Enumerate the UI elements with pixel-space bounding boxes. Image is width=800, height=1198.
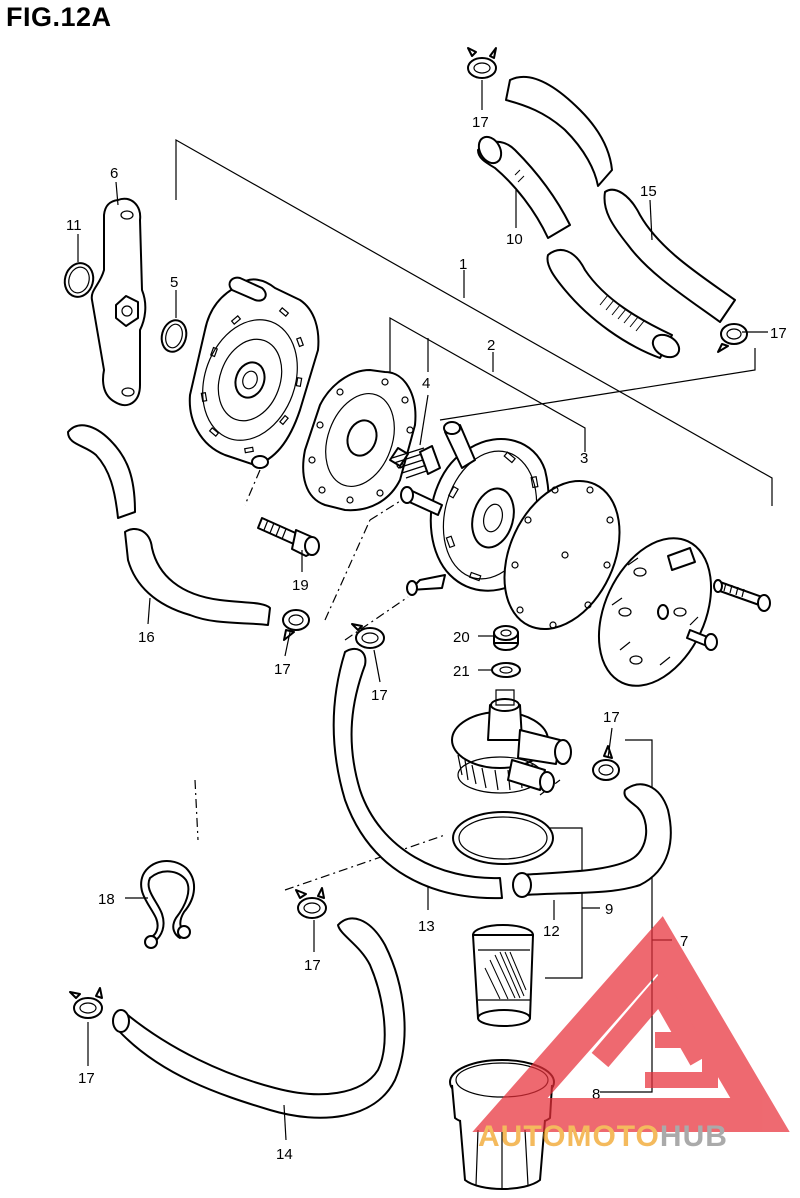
label-5: 5 xyxy=(170,274,178,291)
label-18: 18 xyxy=(98,891,115,908)
bracket-plate-6 xyxy=(90,197,147,407)
label-3: 3 xyxy=(580,450,588,467)
clip-17-mid xyxy=(351,623,385,649)
wire-clip-18 xyxy=(140,859,195,949)
clip-17-lower-left xyxy=(295,887,327,919)
clip-17-valve xyxy=(592,745,620,781)
hose-13 xyxy=(332,647,503,900)
label-2: 2 xyxy=(487,337,495,354)
clip-17-top xyxy=(467,47,497,79)
label-8: 8 xyxy=(592,1086,600,1103)
label-17-valve: 17 xyxy=(603,709,620,726)
label-6: 6 xyxy=(110,165,118,182)
screw-short xyxy=(686,629,718,651)
assembly-bracket-lines xyxy=(175,138,773,1093)
clip-17-bottom xyxy=(69,987,103,1019)
outer-cover xyxy=(597,537,713,687)
label-12: 12 xyxy=(543,923,560,940)
bolt-19 xyxy=(257,517,320,557)
label-17-bottom: 17 xyxy=(78,1070,95,1087)
watermark-logo: AUTOMOTOHUB xyxy=(472,916,790,1153)
label-leaders xyxy=(77,80,768,1141)
screw-long xyxy=(713,579,771,612)
label-17-pump-left: 17 xyxy=(274,661,291,678)
label-16: 16 xyxy=(138,629,155,646)
hose-12 xyxy=(512,783,672,898)
spring-4 xyxy=(389,445,441,479)
hose-14 xyxy=(112,917,406,1119)
label-17-top: 17 xyxy=(472,114,489,131)
centerlines xyxy=(194,469,561,891)
strainer-filter xyxy=(472,924,534,1027)
o-ring-9 xyxy=(452,811,554,865)
label-15: 15 xyxy=(640,183,657,200)
o-ring-5 xyxy=(160,319,188,353)
label-17-mid: 17 xyxy=(371,687,388,704)
hose-15 xyxy=(505,75,736,323)
label-7: 7 xyxy=(680,933,688,950)
watermark-suffix: HUB xyxy=(660,1120,728,1153)
diaphragm-4 xyxy=(302,369,417,512)
label-17-right: 17 xyxy=(770,325,787,342)
o-ring-11 xyxy=(63,262,95,298)
label-13: 13 xyxy=(418,918,435,935)
washer-21 xyxy=(491,662,521,678)
watermark-prefix: AUTOMOTO xyxy=(478,1120,660,1153)
hose-10 xyxy=(477,135,681,359)
label-17-lower-left: 17 xyxy=(304,957,321,974)
fuel-valve xyxy=(451,689,572,794)
figure-title: FIG.12A xyxy=(6,2,112,32)
label-4: 4 xyxy=(422,375,430,392)
pump-cover xyxy=(188,276,320,469)
nut-20 xyxy=(493,625,519,651)
hose-16 xyxy=(67,424,271,626)
label-14: 14 xyxy=(276,1146,293,1163)
label-11: 11 xyxy=(66,217,82,234)
label-10: 10 xyxy=(506,231,523,248)
label-19: 19 xyxy=(292,577,309,594)
diaphragm-3 xyxy=(503,479,621,631)
clip-17-pump-left xyxy=(282,609,310,641)
label-1: 1 xyxy=(459,256,467,273)
clip-17-right xyxy=(717,323,748,353)
svg-text:AUTOMOTOHUB: AUTOMOTOHUB xyxy=(478,1120,728,1153)
part-number-labels: 1 2 3 4 5 6 7 8 9 10 11 12 13 14 15 16 1… xyxy=(66,114,787,1163)
label-20: 20 xyxy=(453,629,470,646)
label-9: 9 xyxy=(605,901,613,918)
label-21: 21 xyxy=(453,663,470,680)
